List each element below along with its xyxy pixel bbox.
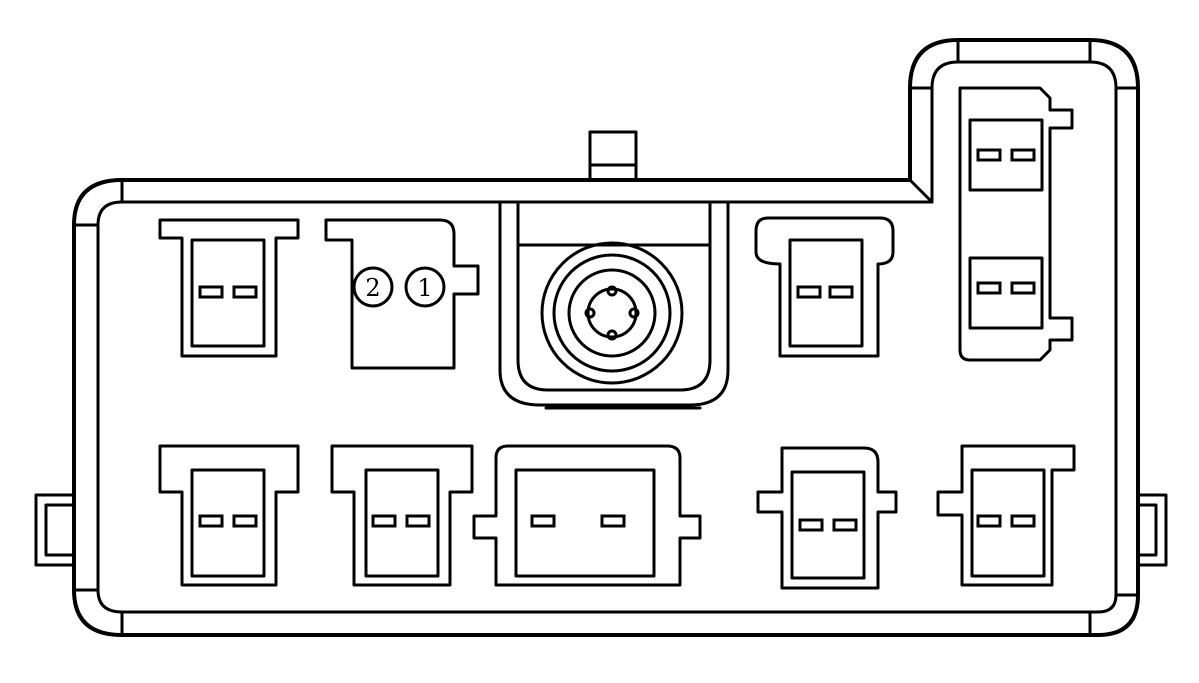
relay-socket-numbered: 2 1 (324, 218, 480, 370)
relay-socket-bottom-1 (158, 444, 300, 587)
center-round-component (498, 200, 730, 410)
relay-socket-bottom-2 (330, 444, 474, 587)
pin-circle-1 (404, 266, 446, 308)
pin-label-1: 1 (417, 274, 432, 302)
relay-socket-bottom-5 (936, 444, 1076, 587)
pin-circle-2 (352, 266, 394, 308)
top-nub (588, 130, 638, 180)
pin-label-2: 2 (365, 274, 380, 302)
relay-socket-bottom-4 (756, 446, 898, 590)
relay-socket-top-1 (158, 218, 300, 358)
left-mounting-tab (34, 493, 76, 567)
right-mounting-tab (1136, 493, 1168, 567)
relay-socket-top-3 (754, 216, 895, 358)
relay-socket-bottom-large (472, 444, 702, 587)
relay-socket-right-tall (958, 86, 1074, 362)
housing-corner-lines (72, 38, 1140, 637)
